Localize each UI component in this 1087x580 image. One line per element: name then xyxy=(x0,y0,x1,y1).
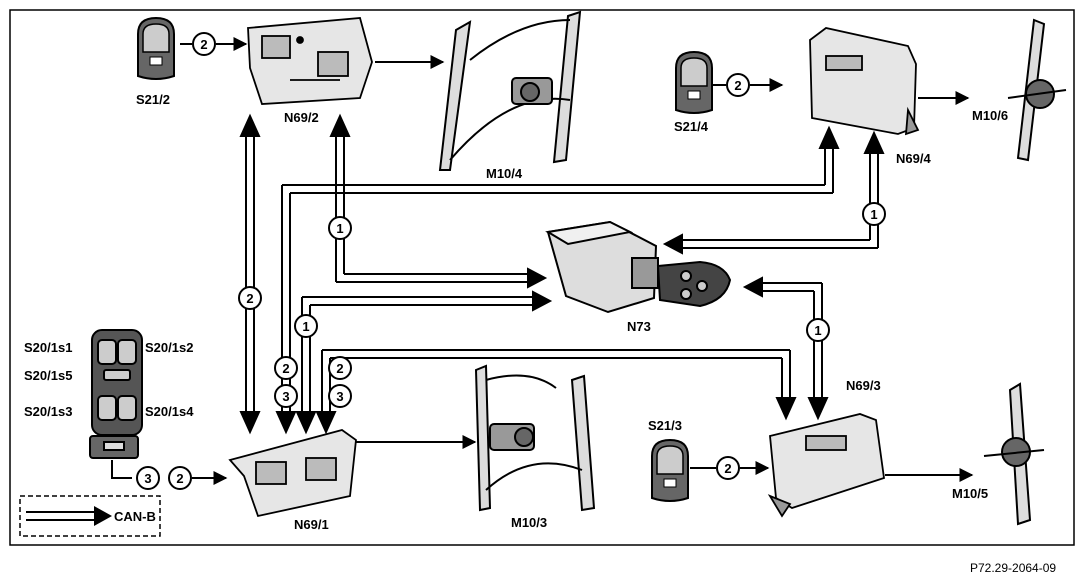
legend-can-b-label: CAN-B xyxy=(114,509,156,524)
label-n69-4: N69/4 xyxy=(896,151,931,166)
label-m10-5: M10/5 xyxy=(952,486,988,501)
figure-reference: P72.29-2064-09 xyxy=(970,561,1056,575)
svg-text:2: 2 xyxy=(336,361,343,376)
svg-text:3: 3 xyxy=(336,389,343,404)
marker-2-s21-2: 2 xyxy=(192,32,216,56)
svg-text:2: 2 xyxy=(246,291,253,306)
marker-2-switch: 2 xyxy=(168,466,192,490)
marker-2-loop: 2 xyxy=(274,356,298,380)
label-s21-2: S21/2 xyxy=(136,92,170,107)
marker-1-n69-3: 1 xyxy=(806,318,830,342)
marker-2-s21-3: 2 xyxy=(716,456,740,480)
svg-text:2: 2 xyxy=(734,78,741,93)
control-unit-n69-3-icon xyxy=(767,413,885,518)
marker-1-n69-1: 1 xyxy=(294,314,318,338)
window-regulator-m10-3-icon xyxy=(474,364,596,512)
can-b-connections xyxy=(239,113,885,435)
svg-text:2: 2 xyxy=(200,37,207,52)
label-s20-1s3: S20/1s3 xyxy=(24,404,72,419)
label-m10-4: M10/4 xyxy=(486,166,523,181)
svg-text:2: 2 xyxy=(282,361,289,376)
diagram-frame xyxy=(9,9,1075,546)
svg-text:1: 1 xyxy=(302,319,309,334)
control-unit-n69-2-icon xyxy=(247,17,373,105)
label-s20-1s4: S20/1s4 xyxy=(145,404,194,419)
svg-text:1: 1 xyxy=(336,221,343,236)
window-motor-m10-5-icon xyxy=(983,382,1045,526)
label-s21-3: S21/3 xyxy=(648,418,682,433)
ignition-switch-n73-icon xyxy=(545,220,732,314)
marker-2-s21-4: 2 xyxy=(726,73,750,97)
label-n69-2: N69/2 xyxy=(284,110,319,125)
marker-3-switch: 3 xyxy=(136,466,160,490)
label-n73: N73 xyxy=(627,319,651,334)
svg-text:3: 3 xyxy=(282,389,289,404)
label-s20-1s5: S20/1s5 xyxy=(24,368,72,383)
svg-text:1: 1 xyxy=(870,207,877,222)
label-m10-3: M10/3 xyxy=(511,515,547,530)
direct-connections xyxy=(111,37,974,485)
marker-3-right: 3 xyxy=(328,384,352,408)
legend-box xyxy=(19,495,161,537)
window-motor-m10-6-icon xyxy=(1007,18,1067,162)
marker-2-left-vertical: 2 xyxy=(238,286,262,310)
marker-1-n69-2: 1 xyxy=(328,216,352,240)
svg-text:3: 3 xyxy=(144,471,151,486)
switch-s21-4-icon xyxy=(675,50,713,114)
marker-2-right: 2 xyxy=(328,356,352,380)
switch-s21-2-icon xyxy=(137,16,175,80)
label-m10-6: M10/6 xyxy=(972,108,1008,123)
svg-text:2: 2 xyxy=(724,461,731,476)
marker-3-loop: 3 xyxy=(274,384,298,408)
label-s20-1s1: S20/1s1 xyxy=(24,340,72,355)
window-regulator-m10-4-icon xyxy=(438,10,582,171)
control-unit-n69-4-icon xyxy=(809,27,920,136)
control-unit-n69-1-icon xyxy=(228,429,357,518)
marker-group: 2 2 1 1 2 1 1 2 3 2 3 3 2 2 xyxy=(136,32,886,490)
svg-text:1: 1 xyxy=(814,323,821,338)
marker-1-n69-4: 1 xyxy=(862,202,886,226)
label-s21-4: S21/4 xyxy=(674,119,709,134)
label-n69-3: N69/3 xyxy=(846,378,881,393)
svg-text:2: 2 xyxy=(176,471,183,486)
switch-group-s20-1-icon xyxy=(89,329,143,459)
label-n69-1: N69/1 xyxy=(294,517,329,532)
switch-s21-3-icon xyxy=(651,438,689,502)
label-s20-1s2: S20/1s2 xyxy=(145,340,193,355)
